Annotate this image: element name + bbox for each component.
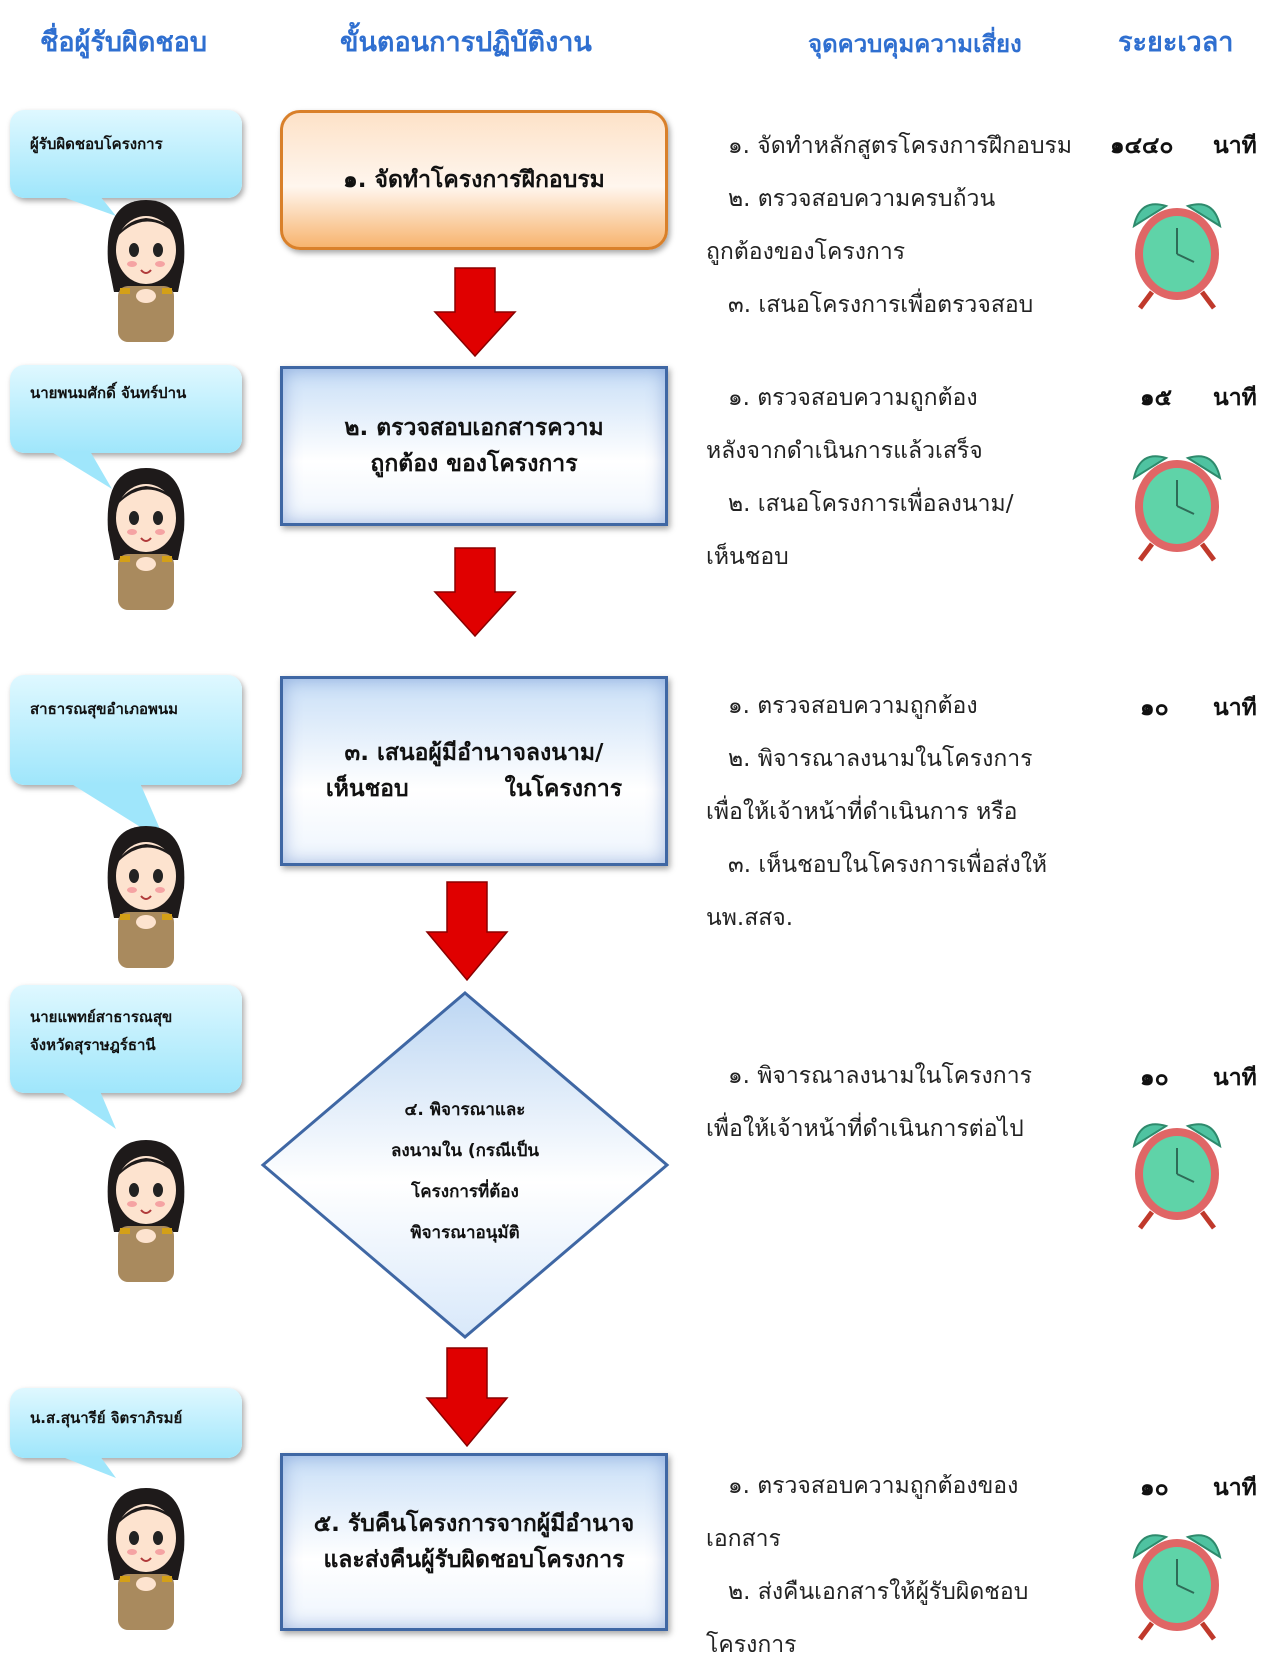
- control-points-1: ๑. จัดทำหลักสูตรโครงการฝึกอบรม ๒. ตรวจสอ…: [706, 120, 1076, 332]
- control-item: ๓. เสนอโครงการเพื่อตรวจสอบ: [728, 292, 1034, 318]
- step-1-box: ๑. จัดทำโครงการฝึกอบรม: [280, 110, 668, 250]
- control-item: ๑. ตรวจสอบความถูกต้องของ: [728, 1473, 1019, 1499]
- duration-value: ๑๐: [1140, 1065, 1169, 1091]
- control-item: หลังจากดำเนินการแล้วเสร็จ: [706, 438, 983, 464]
- responsible-name: นายพนมศักดิ์ จันทร์ปาน: [30, 384, 187, 402]
- responsible-name: ผู้รับผิดชอบโครงการ: [30, 135, 163, 153]
- control-item: โครงการ: [706, 1632, 797, 1658]
- responsible-bubble: ผู้รับผิดชอบโครงการ: [10, 110, 242, 198]
- control-item: เพื่อให้เจ้าหน้าที่ดำเนินการ หรือ: [706, 799, 1018, 825]
- responsible-bubble: สาธารณสุขอำเภอพนม: [10, 675, 242, 785]
- step-5-box: ๕. รับคืนโครงการจากผู้มีอำนาจ และส่งคืนผ…: [280, 1453, 668, 1631]
- alarm-clock-icon: [1132, 1534, 1222, 1641]
- responsible-bubble: น.ส.สุนารีย์ จิตราภิรมย์: [10, 1388, 242, 1458]
- girl-officer-avatar: [107, 1488, 185, 1630]
- header-responsible: ชื่อผู้รับผิดชอบ: [40, 27, 208, 58]
- control-item: ๒. ส่งคืนเอกสารให้ผู้รับผิดชอบ: [728, 1579, 1029, 1605]
- responsible-name-line: จังหวัดสุราษฎร์ธานี: [30, 1036, 156, 1054]
- control-points-4: ๑. พิจารณาลงนามในโครงการ เพื่อให้เจ้าหน้…: [706, 1050, 1076, 1156]
- down-arrow: [425, 881, 509, 982]
- bubble-tail: [60, 196, 116, 216]
- duration-value: ๑๐: [1140, 1475, 1169, 1501]
- duration-value: ๑๔๔๐: [1110, 133, 1174, 159]
- down-arrow: [433, 267, 517, 358]
- control-points-5: ๑. ตรวจสอบความถูกต้องของ เอกสาร ๒. ส่งคื…: [706, 1460, 1076, 1672]
- step-3-label-line: ๓. เสนอผู้มีอำนาจลงนาม/: [344, 740, 604, 766]
- control-item: ๑. ตรวจสอบความถูกต้อง: [728, 385, 978, 411]
- step-5-label-line: และส่งคืนผู้รับผิดชอบโครงการ: [323, 1547, 625, 1573]
- header-duration: ระยะเวลา: [1118, 27, 1234, 58]
- duration-unit: นาที: [1213, 1475, 1257, 1501]
- duration-value: ๑๐: [1140, 695, 1169, 721]
- responsible-name: สาธารณสุขอำเภอพนม: [30, 700, 179, 718]
- control-item: ๒. ตรวจสอบความครบถ้วน: [728, 186, 996, 212]
- step-5-label-line: ๕. รับคืนโครงการจากผู้มีอำนาจ: [313, 1511, 635, 1537]
- step-3-label-line: เห็นชอบ ในโครงการ: [325, 776, 623, 802]
- responsible-name-line: นายแพทย์สาธารณสุข: [30, 1008, 173, 1026]
- bubble-tail: [60, 1456, 116, 1478]
- header-control-point: จุดควบคุมความเสี่ยง: [808, 30, 1022, 58]
- control-points-2: ๑. ตรวจสอบความถูกต้อง หลังจากดำเนินการแล…: [706, 372, 1076, 584]
- step-2-label-line: ถูกต้อง ของโครงการ: [370, 451, 578, 477]
- control-item: ๑. พิจารณาลงนามในโครงการ: [728, 1063, 1032, 1089]
- down-arrow: [425, 1347, 509, 1448]
- girl-officer-avatar: [107, 826, 185, 968]
- step-2-label-line: ๒. ตรวจสอบเอกสารความ: [344, 415, 604, 441]
- control-item: นพ.สสจ.: [706, 905, 794, 931]
- alarm-clock-icon: [1132, 203, 1222, 310]
- control-item: ๒. เสนอโครงการเพื่อลงนาม/: [728, 491, 1014, 517]
- girl-officer-avatar: [107, 1140, 185, 1282]
- girl-officer-avatar: [107, 468, 185, 610]
- girl-officer-avatar: [107, 200, 185, 342]
- control-item: ๓. เห็นชอบในโครงการเพื่อส่งให้: [728, 852, 1048, 878]
- control-item: เพื่อให้เจ้าหน้าที่ดำเนินการต่อไป: [706, 1116, 1024, 1142]
- step-1-label: ๑. จัดทำโครงการฝึกอบรม: [343, 167, 605, 193]
- responsible-bubble: นายพนมศักดิ์ จันทร์ปาน: [10, 365, 242, 453]
- header-procedure: ขั้นตอนการปฏิบัติงาน: [340, 27, 592, 58]
- control-item: ๒. พิจารณาลงนามในโครงการ: [728, 746, 1033, 772]
- control-points-3: ๑. ตรวจสอบความถูกต้อง ๒. พิจารณาลงนามในโ…: [706, 680, 1076, 945]
- control-item: เห็นชอบ: [706, 544, 789, 570]
- duration-unit: นาที: [1213, 1065, 1257, 1091]
- step-2-box: ๒. ตรวจสอบเอกสารความ ถูกต้อง ของโครงการ: [280, 366, 668, 526]
- duration-unit: นาที: [1213, 385, 1257, 411]
- step-4-diamond: [260, 991, 670, 1339]
- duration-value: ๑๕: [1140, 385, 1173, 411]
- step-4-label-line: ๔. พิจารณาและ: [404, 1100, 526, 1120]
- step-3-box: ๓. เสนอผู้มีอำนาจลงนาม/ เห็นชอบ ในโครงกา…: [280, 676, 668, 866]
- alarm-clock-icon: [1132, 455, 1222, 562]
- bubble-tail: [50, 451, 112, 489]
- step-4-label: ๔. พิจารณาและ ลงนามใน (กรณีเป็น โครงการท…: [360, 1090, 570, 1254]
- control-item: เอกสาร: [706, 1526, 781, 1552]
- control-item: ๑. จัดทำหลักสูตรโครงการฝึกอบรม: [728, 133, 1073, 159]
- responsible-bubble: นายแพทย์สาธารณสุข จังหวัดสุราษฎร์ธานี: [10, 985, 242, 1093]
- down-arrow: [433, 547, 517, 638]
- bubble-tail: [60, 1091, 116, 1129]
- control-item: ถูกต้องของโครงการ: [706, 239, 906, 265]
- step-4-label-line: ลงนามใน (กรณีเป็น: [390, 1141, 540, 1161]
- duration-unit: นาที: [1213, 695, 1257, 721]
- alarm-clock-icon: [1132, 1123, 1222, 1230]
- step-4-label-line: พิจารณาอนุมัติ: [410, 1223, 520, 1243]
- duration-unit: นาที: [1213, 133, 1257, 159]
- responsible-name: น.ส.สุนารีย์ จิตราภิรมย์: [30, 1409, 183, 1427]
- control-item: ๑. ตรวจสอบความถูกต้อง: [728, 693, 978, 719]
- step-4-label-line: โครงการที่ต้อง: [411, 1182, 519, 1202]
